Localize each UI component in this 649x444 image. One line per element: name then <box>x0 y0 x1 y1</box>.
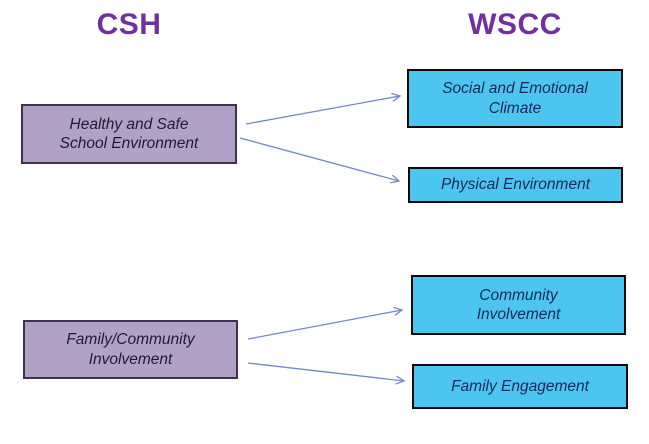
arrow-healthy-to-physical <box>239 137 401 184</box>
node-healthy-safe-school-environment: Healthy and Safe School Environment <box>21 104 237 164</box>
csh-column-header: CSH <box>96 8 162 41</box>
arrow-family-to-engagement <box>247 362 406 385</box>
arrow-family-to-community <box>247 306 404 340</box>
node-social-emotional-climate: Social and Emotional Climate <box>407 69 623 128</box>
node-physical-environment: Physical Environment <box>408 167 623 203</box>
wscc-column-header: WSCC <box>468 8 562 41</box>
node-family-engagement: Family Engagement <box>412 364 628 409</box>
node-community-involvement: Community Involvement <box>411 275 626 335</box>
arrow-healthy-to-social-emotional <box>245 92 402 125</box>
node-family-community-involvement: Family/Community Involvement <box>23 320 238 379</box>
